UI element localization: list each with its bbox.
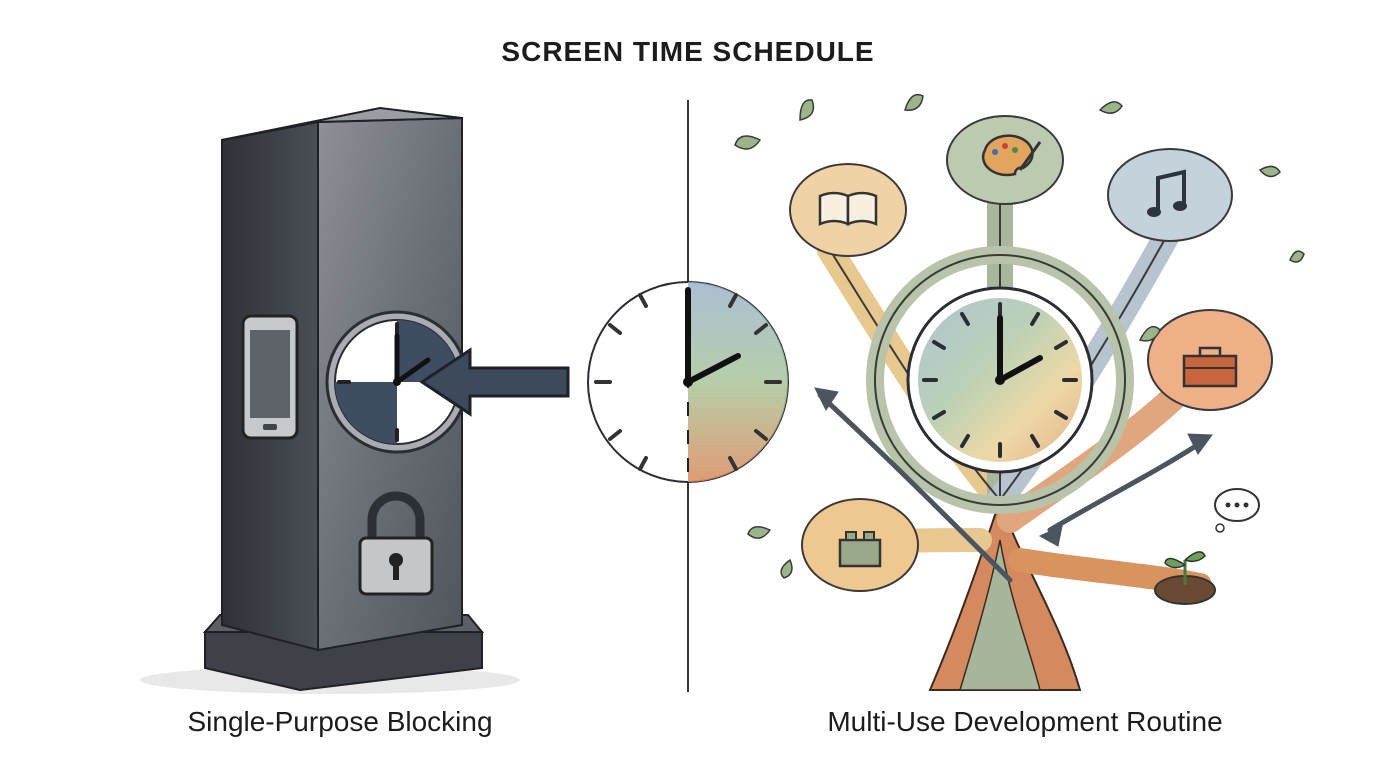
palette-icon — [946, 115, 1064, 205]
flow-arrows — [814, 387, 1213, 583]
pillar-clock-icon — [325, 310, 469, 454]
central-clock-icon — [906, 286, 1094, 474]
phone-icon — [241, 314, 299, 440]
leaves — [734, 93, 1305, 579]
right-caption: Multi-Use Development Routine — [827, 706, 1223, 737]
building-block-icon — [801, 498, 919, 592]
speech-bubble-icon — [1214, 488, 1260, 533]
arrow-left-icon — [419, 347, 570, 417]
book-icon — [789, 163, 907, 257]
toolbox-icon — [1147, 309, 1273, 411]
split-clock-icon — [587, 281, 789, 483]
music-note-icon — [1107, 148, 1233, 242]
page-title: SCREEN TIME SCHEDULE — [501, 36, 875, 67]
lock-icon — [358, 491, 434, 596]
left-caption: Single-Purpose Blocking — [187, 706, 493, 737]
seedling-icon — [1154, 551, 1216, 605]
